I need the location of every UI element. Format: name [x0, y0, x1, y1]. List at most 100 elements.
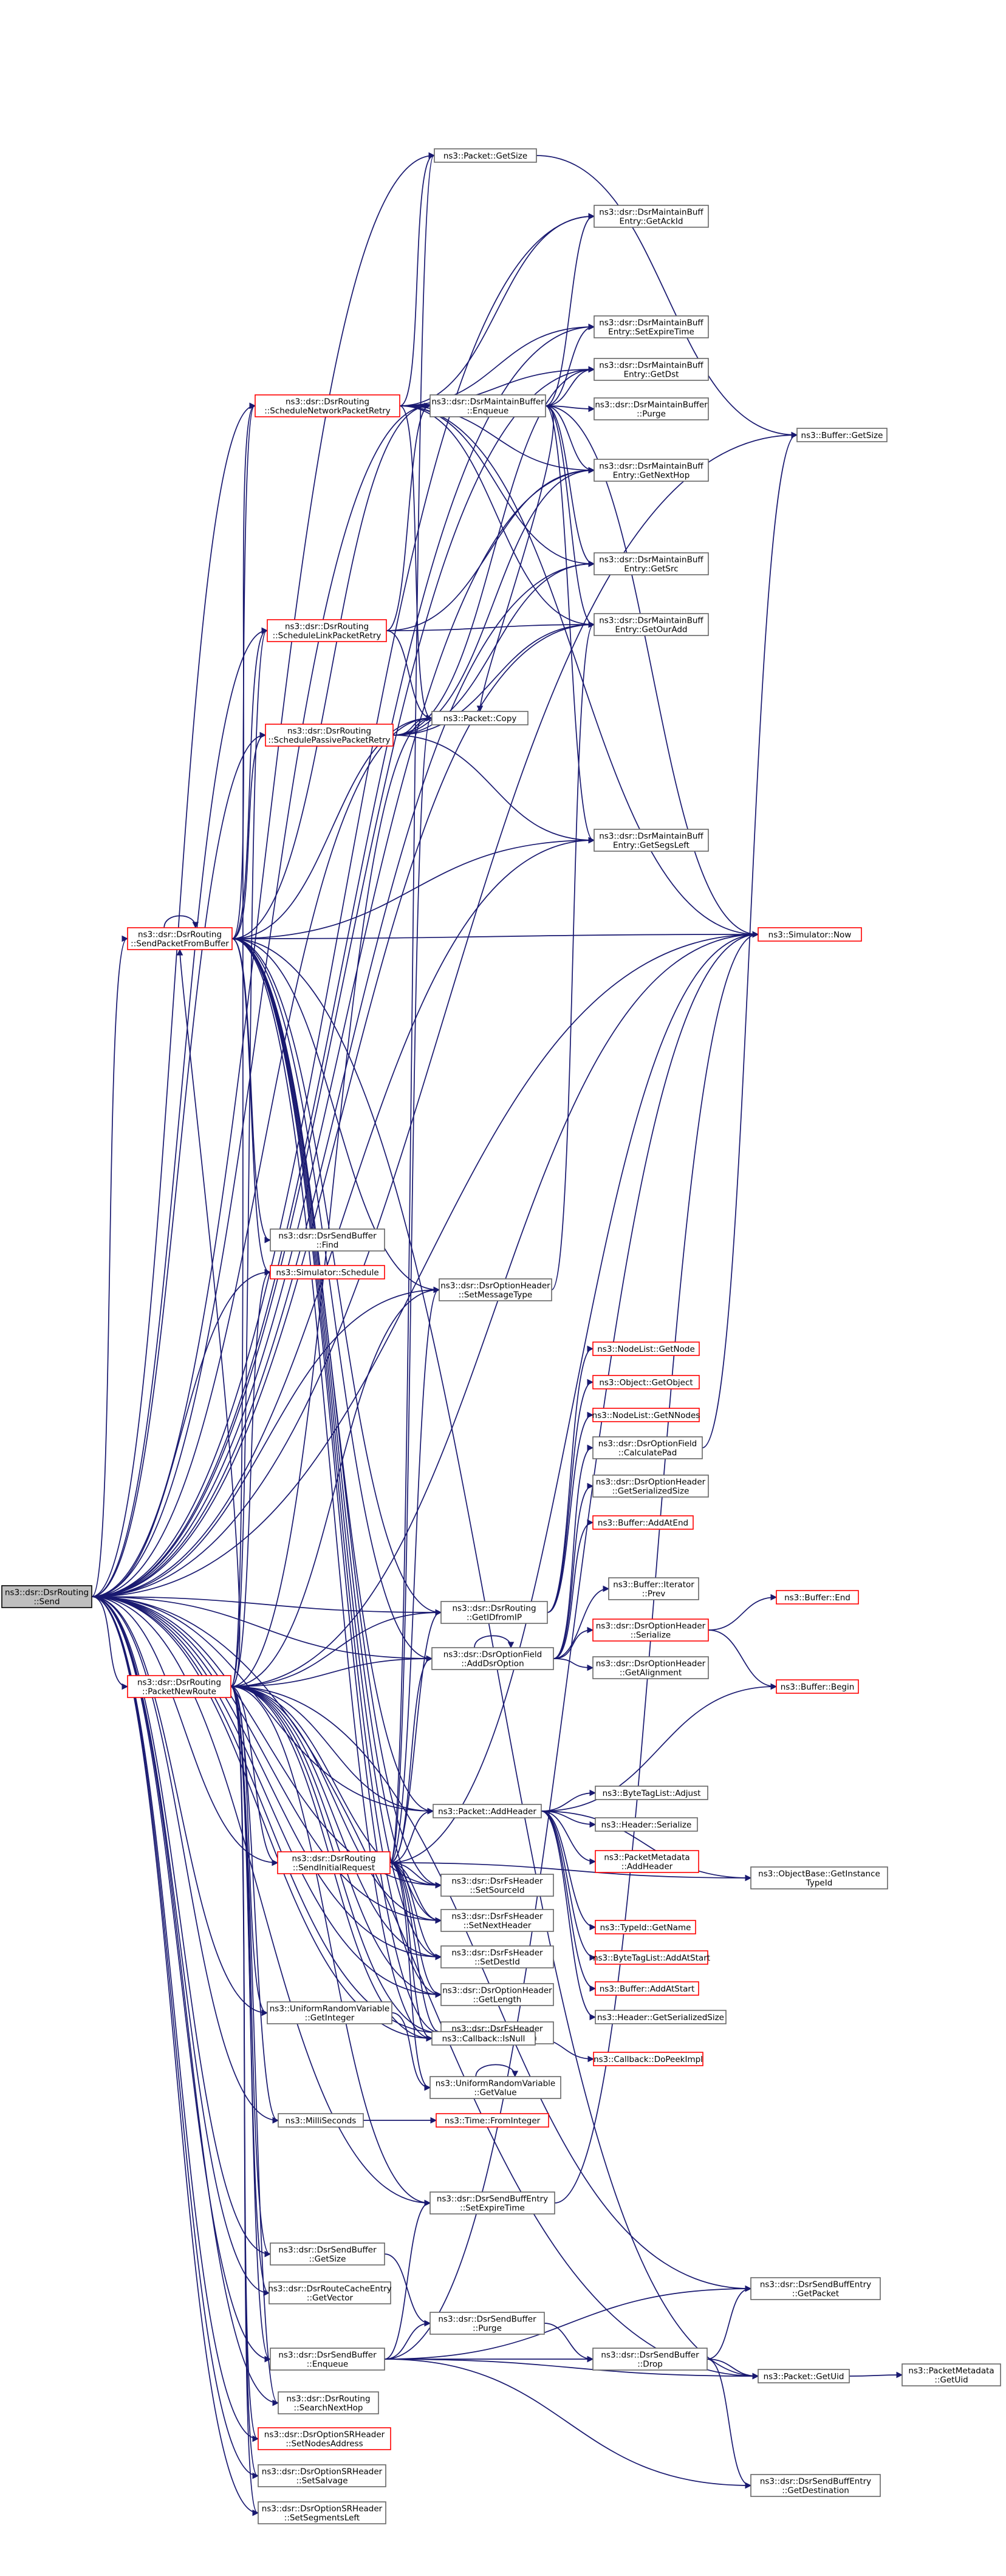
node-pkt-addheader[interactable]: ns3::Packet::AddHeader — [433, 1804, 542, 1818]
node-calcpad[interactable]: ns3::dsr::DsrOptionField::CalculatePad — [592, 1436, 703, 1459]
node-time-frominteger[interactable]: ns3::Time::FromInteger — [436, 2113, 549, 2128]
node-sb-find[interactable]: ns3::dsr::DsrSendBuffer::Find — [270, 1228, 385, 1252]
node-urv-getinteger[interactable]: ns3::UniformRandomVariable::GetInteger — [267, 2001, 392, 2024]
node-sb-purge[interactable]: ns3::dsr::DsrSendBuffer::Purge — [429, 2312, 545, 2335]
edge-send-from-buffer-to-fs-setdestid — [231, 938, 441, 1958]
node-nodelist-getnode[interactable]: ns3::NodeList::GetNode — [592, 1341, 700, 1356]
node-packetnewroute[interactable]: ns3::dsr::DsrRouting::PacketNewRoute — [127, 1675, 231, 1698]
edge-pkt-addheader-to-pktmeta-addheader — [541, 1810, 595, 1862]
node-searchnexthop[interactable]: ns3::dsr::DsrRouting::SearchNextHop — [278, 2391, 379, 2414]
node-nodelist-getn[interactable]: ns3::NodeList::GetNNodes — [592, 1408, 700, 1422]
node-opthdr-getlength[interactable]: ns3::dsr::DsrOptionHeader::GetLength — [440, 1983, 554, 2006]
node-sbe-setexpire[interactable]: ns3::dsr::DsrSendBuffEntry::SetExpireTim… — [429, 2191, 555, 2215]
node-sim-schedule[interactable]: ns3::Simulator::Schedule — [270, 1265, 385, 1279]
node-box — [750, 2474, 881, 2497]
node-label-line: ns3::PacketMetadata — [908, 2366, 994, 2376]
node-sb-getsize[interactable]: ns3::dsr::DsrSendBuffer::GetSize — [270, 2242, 385, 2266]
node-pkt-copy[interactable]: ns3::Packet::Copy — [431, 711, 529, 725]
edge-sched-link-to-mb-enqueue — [386, 405, 430, 631]
node-sim-now[interactable]: ns3::Simulator::Now — [758, 927, 862, 942]
node-sr-setnodesaddr[interactable]: ns3::dsr::DsrOptionSRHeader::SetNodesAdd… — [258, 2427, 391, 2450]
node-sr-setsalvage[interactable]: ns3::dsr::DsrOptionSRHeader::SetSalvage — [258, 2464, 386, 2487]
edge-packetnewroute-to-pkt-copy — [230, 718, 432, 1687]
node-cb-dopeekimpl[interactable]: ns3::Callback::DoPeekImpl — [593, 2052, 703, 2066]
node-adddsroption[interactable]: ns3::dsr::DsrOptionField::AddDsrOption — [431, 1647, 554, 1670]
node-mbe-setexpire[interactable]: ns3::dsr::DsrMaintainBuffEntry::SetExpir… — [594, 315, 709, 338]
node-sendinitialrequest[interactable]: ns3::dsr::DsrRouting::SendInitialRequest — [277, 1851, 391, 1874]
edge-send-from-buffer-to-opthdr-getlength — [231, 938, 441, 1995]
node-label-line: ns3::dsr::DsrSendBuffer — [601, 2351, 699, 2360]
node-hdr-serialize[interactable]: ns3::Header::Serialize — [595, 1817, 698, 1832]
node-obj-getobject[interactable]: ns3::Object::GetObject — [592, 1375, 700, 1389]
node-typeid-getname[interactable]: ns3::TypeId::GetName — [595, 1920, 696, 1934]
node-buf-begin[interactable]: ns3::Buffer::Begin — [776, 1679, 859, 1694]
node-box — [429, 394, 546, 417]
node-pkt-getuid[interactable]: ns3::Packet::GetUid — [758, 2369, 850, 2383]
node-send[interactable]: ns3::dsr::DsrRouting::Send — [1, 1585, 92, 1608]
node-label-line: ns3::dsr::DsrRouting — [287, 727, 371, 736]
node-box — [594, 552, 709, 575]
node-opthdr-serialize[interactable]: ns3::dsr::DsrOptionHeader::Serialize — [592, 1619, 709, 1642]
edge-sb-drop-to-pkt-getuid — [707, 2358, 758, 2377]
node-box — [267, 619, 387, 642]
edge-sb-enqueue-to-sim-now — [384, 934, 758, 2360]
node-sched-passive[interactable]: ns3::dsr::DsrRouting::SchedulePassivePac… — [265, 724, 394, 747]
node-pktmeta-getuid[interactable]: ns3::PacketMetadata::GetUid — [902, 2363, 1001, 2386]
node-fs-setdestid[interactable]: ns3::dsr::DsrFsHeader::SetDestId — [440, 1945, 554, 1968]
node-sr-setsegleft[interactable]: ns3::dsr::DsrOptionSRHeader::SetSegments… — [258, 2501, 386, 2524]
node-sb-drop[interactable]: ns3::dsr::DsrSendBuffer::Drop — [592, 2348, 708, 2371]
node-buf-end[interactable]: ns3::Buffer::End — [776, 1590, 859, 1605]
node-mbe-getnexthop[interactable]: ns3::dsr::DsrMaintainBuffEntry::GetNextH… — [594, 459, 709, 482]
edge-send-from-buffer-to-sched-passive — [231, 735, 265, 939]
node-label-line: ::Drop — [637, 2360, 663, 2369]
node-sb-enqueue[interactable]: ns3::dsr::DsrSendBuffer::Enqueue — [270, 2348, 385, 2371]
node-setmsgtype[interactable]: ns3::dsr::DsrOptionHeader::SetMessageTyp… — [439, 1278, 552, 1301]
node-mb-purge[interactable]: ns3::dsr::DsrMaintainBuffer::Purge — [594, 397, 709, 420]
node-mbe-getsegsleft[interactable]: ns3::dsr::DsrMaintainBuffEntry::GetSegsL… — [594, 829, 709, 852]
node-buf-getsize[interactable]: ns3::Buffer::GetSize — [796, 428, 888, 442]
node-label-line: ns3::Packet::GetSize — [443, 151, 527, 161]
node-box — [902, 2363, 1001, 2386]
edge-arrowhead — [476, 705, 484, 713]
edge-arrowhead — [507, 1642, 515, 1649]
edge-arrowhead — [121, 1683, 129, 1690]
node-fs-setsourceid[interactable]: ns3::dsr::DsrFsHeader::SetSourceId — [440, 1874, 554, 1897]
node-box — [796, 428, 888, 442]
node-btl-adjust[interactable]: ns3::ByteTagList::Adjust — [595, 1786, 708, 1800]
node-label-line: ns3::NodeList::GetNNodes — [592, 1411, 700, 1420]
node-sbe-getpacket[interactable]: ns3::dsr::DsrSendBuffEntry::GetPacket — [750, 2277, 881, 2300]
node-milliseconds[interactable]: ns3::MilliSeconds — [278, 2113, 364, 2128]
node-box — [278, 2113, 364, 2128]
node-getidfromip[interactable]: ns3::dsr::DsrRouting::GetIDfromIP — [440, 1601, 548, 1624]
node-buf-addatstart[interactable]: ns3::Buffer::AddAtStart — [595, 1981, 699, 1996]
node-opthdr-getalign[interactable]: ns3::dsr::DsrOptionHeader::GetAlignment — [592, 1656, 709, 1679]
node-send-from-buffer[interactable]: ns3::dsr::DsrRouting::SendPacketFromBuff… — [127, 927, 233, 950]
node-label-line: ::GetValue — [474, 2088, 516, 2098]
node-mbe-getouradd[interactable]: ns3::dsr::DsrMaintainBuffEntry::GetOurAd… — [594, 613, 709, 636]
node-fs-setnextheader[interactable]: ns3::dsr::DsrFsHeader::SetNextHeader — [440, 1909, 554, 1932]
node-label-line: ::GetDestination — [782, 2486, 849, 2496]
node-mb-enqueue[interactable]: ns3::dsr::DsrMaintainBuffer::Enqueue — [429, 394, 546, 417]
node-cb-isnull[interactable]: ns3::Callback::IsNull — [431, 2031, 536, 2046]
node-btl-addatstart[interactable]: ns3::ByteTagList::AddAtStart — [593, 1950, 710, 1965]
node-buf-addatend[interactable]: ns3::Buffer::AddAtEnd — [592, 1515, 694, 1530]
node-hdr-getserial[interactable]: ns3::Header::GetSerializedSize — [595, 2010, 727, 2024]
node-sbe-getdest[interactable]: ns3::dsr::DsrSendBuffEntry::GetDestinati… — [750, 2474, 881, 2497]
node-sched-link[interactable]: ns3::dsr::DsrRouting::ScheduleLinkPacket… — [267, 619, 387, 642]
edge-arrowhead — [745, 1874, 752, 1882]
edge-arrowhead — [435, 1917, 442, 1924]
node-sched-net[interactable]: ns3::dsr::DsrRouting::ScheduleNetworkPac… — [255, 394, 400, 417]
node-getsize-pkt[interactable]: ns3::Packet::GetSize — [434, 148, 537, 163]
node-label-line: ns3::dsr::DsrOptionHeader — [442, 1986, 552, 1996]
node-opthdr-getserial[interactable]: ns3::dsr::DsrOptionHeader::GetSerialized… — [592, 1475, 709, 1498]
node-rce-getvector[interactable]: ns3::dsr::DsrRouteCacheEntry::GetVector — [268, 2281, 392, 2304]
node-pktmeta-addheader[interactable]: ns3::PacketMetadata::AddHeader — [595, 1850, 699, 1873]
node-urv-getvalue[interactable]: ns3::UniformRandomVariable::GetValue — [429, 2076, 561, 2099]
edge-send-to-mbe-getsegsleft — [91, 840, 594, 1597]
edge-arrowhead — [791, 431, 798, 439]
node-bufiter-prev[interactable]: ns3::Buffer::Iterator::Prev — [608, 1577, 699, 1600]
